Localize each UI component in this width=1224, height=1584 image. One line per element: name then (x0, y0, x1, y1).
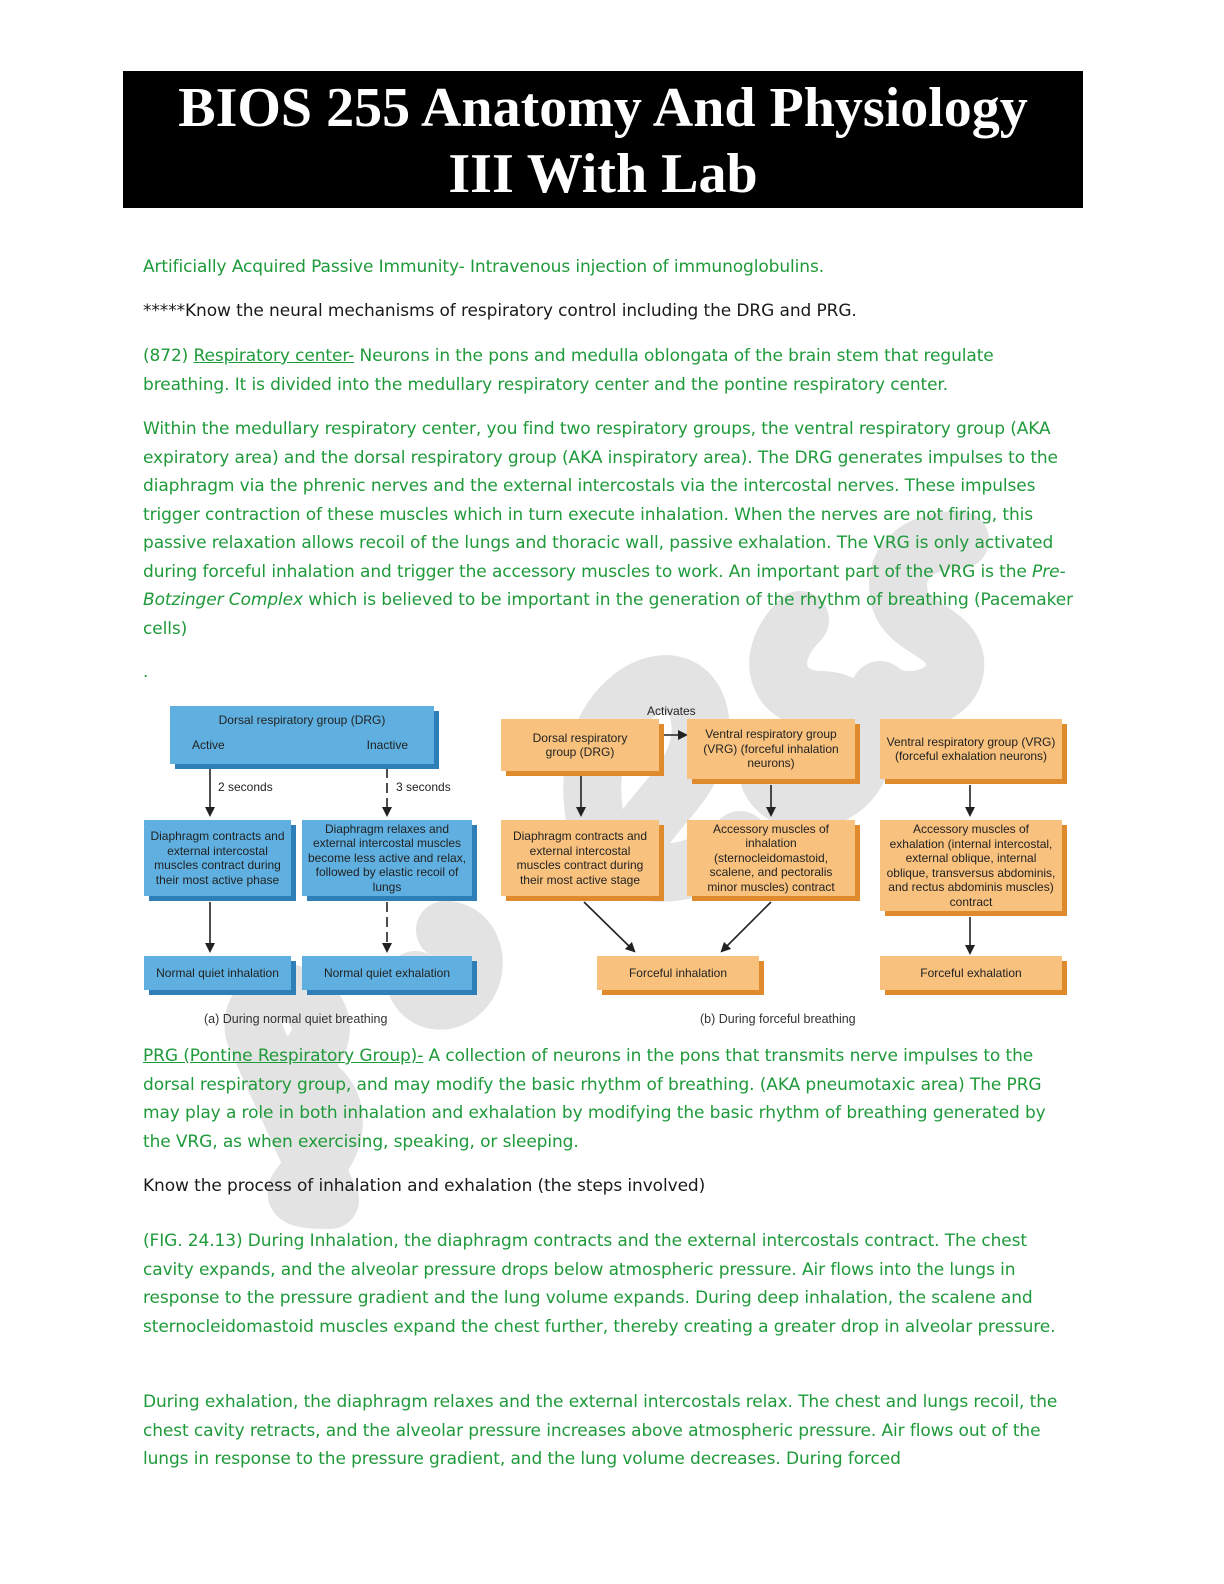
accessory-exhalation-box: Accessory muscles of exhalation (interna… (880, 820, 1062, 911)
drg-title: Dorsal respiratory group (DRG) (218, 713, 386, 727)
paragraph-respiratory-center: (872) Respiratory center- Neurons in the… (143, 342, 1073, 399)
diaphragm-contracts-box: Diaphragm contracts and external interco… (144, 820, 291, 896)
definition-text: Neurons in the pons and medulla oblongat… (143, 346, 994, 395)
paragraph-know-process: Know the process of inhalation and exhal… (143, 1176, 706, 1196)
vrg-exhalation-box: Ventral respiratory group (VRG) (forcefu… (880, 719, 1062, 779)
forceful-inhalation-box: Forceful inhalation (597, 956, 759, 990)
page-ref: (872) (143, 346, 194, 366)
diaphragm-relaxes-box: Diaphragm relaxes and external intercost… (302, 820, 472, 896)
paragraph-exhalation: During exhalation, the diaphragm relaxes… (143, 1392, 1058, 1469)
three-seconds-label: 3 seconds (396, 780, 451, 794)
paragraph-inhalation: (FIG. 24.13) During Inhalation, the diap… (143, 1231, 1056, 1337)
vrg-inhalation-box: Ventral respiratory group (VRG) (forcefu… (687, 719, 855, 779)
term-prg: PRG (Pontine Respiratory Group)- (143, 1046, 424, 1066)
two-seconds-label: 2 seconds (218, 780, 273, 794)
prg-definition: A collection of neurons in the pons that… (143, 1046, 1046, 1152)
medullary-text-a: Within the medullary respiratory center,… (143, 419, 1058, 582)
caption-b: (b) During forceful breathing (700, 1012, 856, 1026)
title-line-2: III With Lab (448, 143, 758, 205)
paragraph-know-neural: *****Know the neural mechanisms of respi… (143, 301, 857, 321)
accessory-inhalation-box: Accessory muscles of inhalation (sternoc… (687, 820, 855, 896)
title-banner: BIOS 255 Anatomy And Physiology III With… (123, 71, 1083, 208)
forceful-exhalation-box: Forceful exhalation (880, 956, 1062, 990)
term-pre-botzinger: Pre-Botzinger Complex (143, 561, 1066, 611)
term-respiratory-center: Respiratory center- (193, 346, 355, 366)
inactive-label: Inactive (366, 737, 408, 752)
paragraph-passive-immunity: Artificially Acquired Passive Immunity- … (143, 257, 825, 277)
activates-label: Activates (647, 704, 696, 718)
paragraph-prg: PRG (Pontine Respiratory Group)- A colle… (143, 1042, 1073, 1156)
quiet-inhalation-box: Normal quiet inhalation (144, 956, 291, 990)
drg-effect-box: Diaphragm contracts and external interco… (501, 820, 659, 896)
drg-box-forceful: Dorsal respiratory group (DRG) (501, 719, 659, 771)
quiet-exhalation-box: Normal quiet exhalation (302, 956, 472, 990)
title-line-1: BIOS 255 Anatomy And Physiology (178, 77, 1028, 139)
paragraph-medullary-center: Within the medullary respiratory center,… (143, 415, 1073, 643)
medullary-text-b: which is believed to be important in the… (143, 590, 1073, 639)
drg-box: Dorsal respiratory group (DRG) Active In… (170, 706, 434, 764)
active-label: Active (192, 737, 225, 752)
caption-a: (a) During normal quiet breathing (204, 1012, 388, 1026)
paragraph-dot: . (143, 662, 149, 682)
